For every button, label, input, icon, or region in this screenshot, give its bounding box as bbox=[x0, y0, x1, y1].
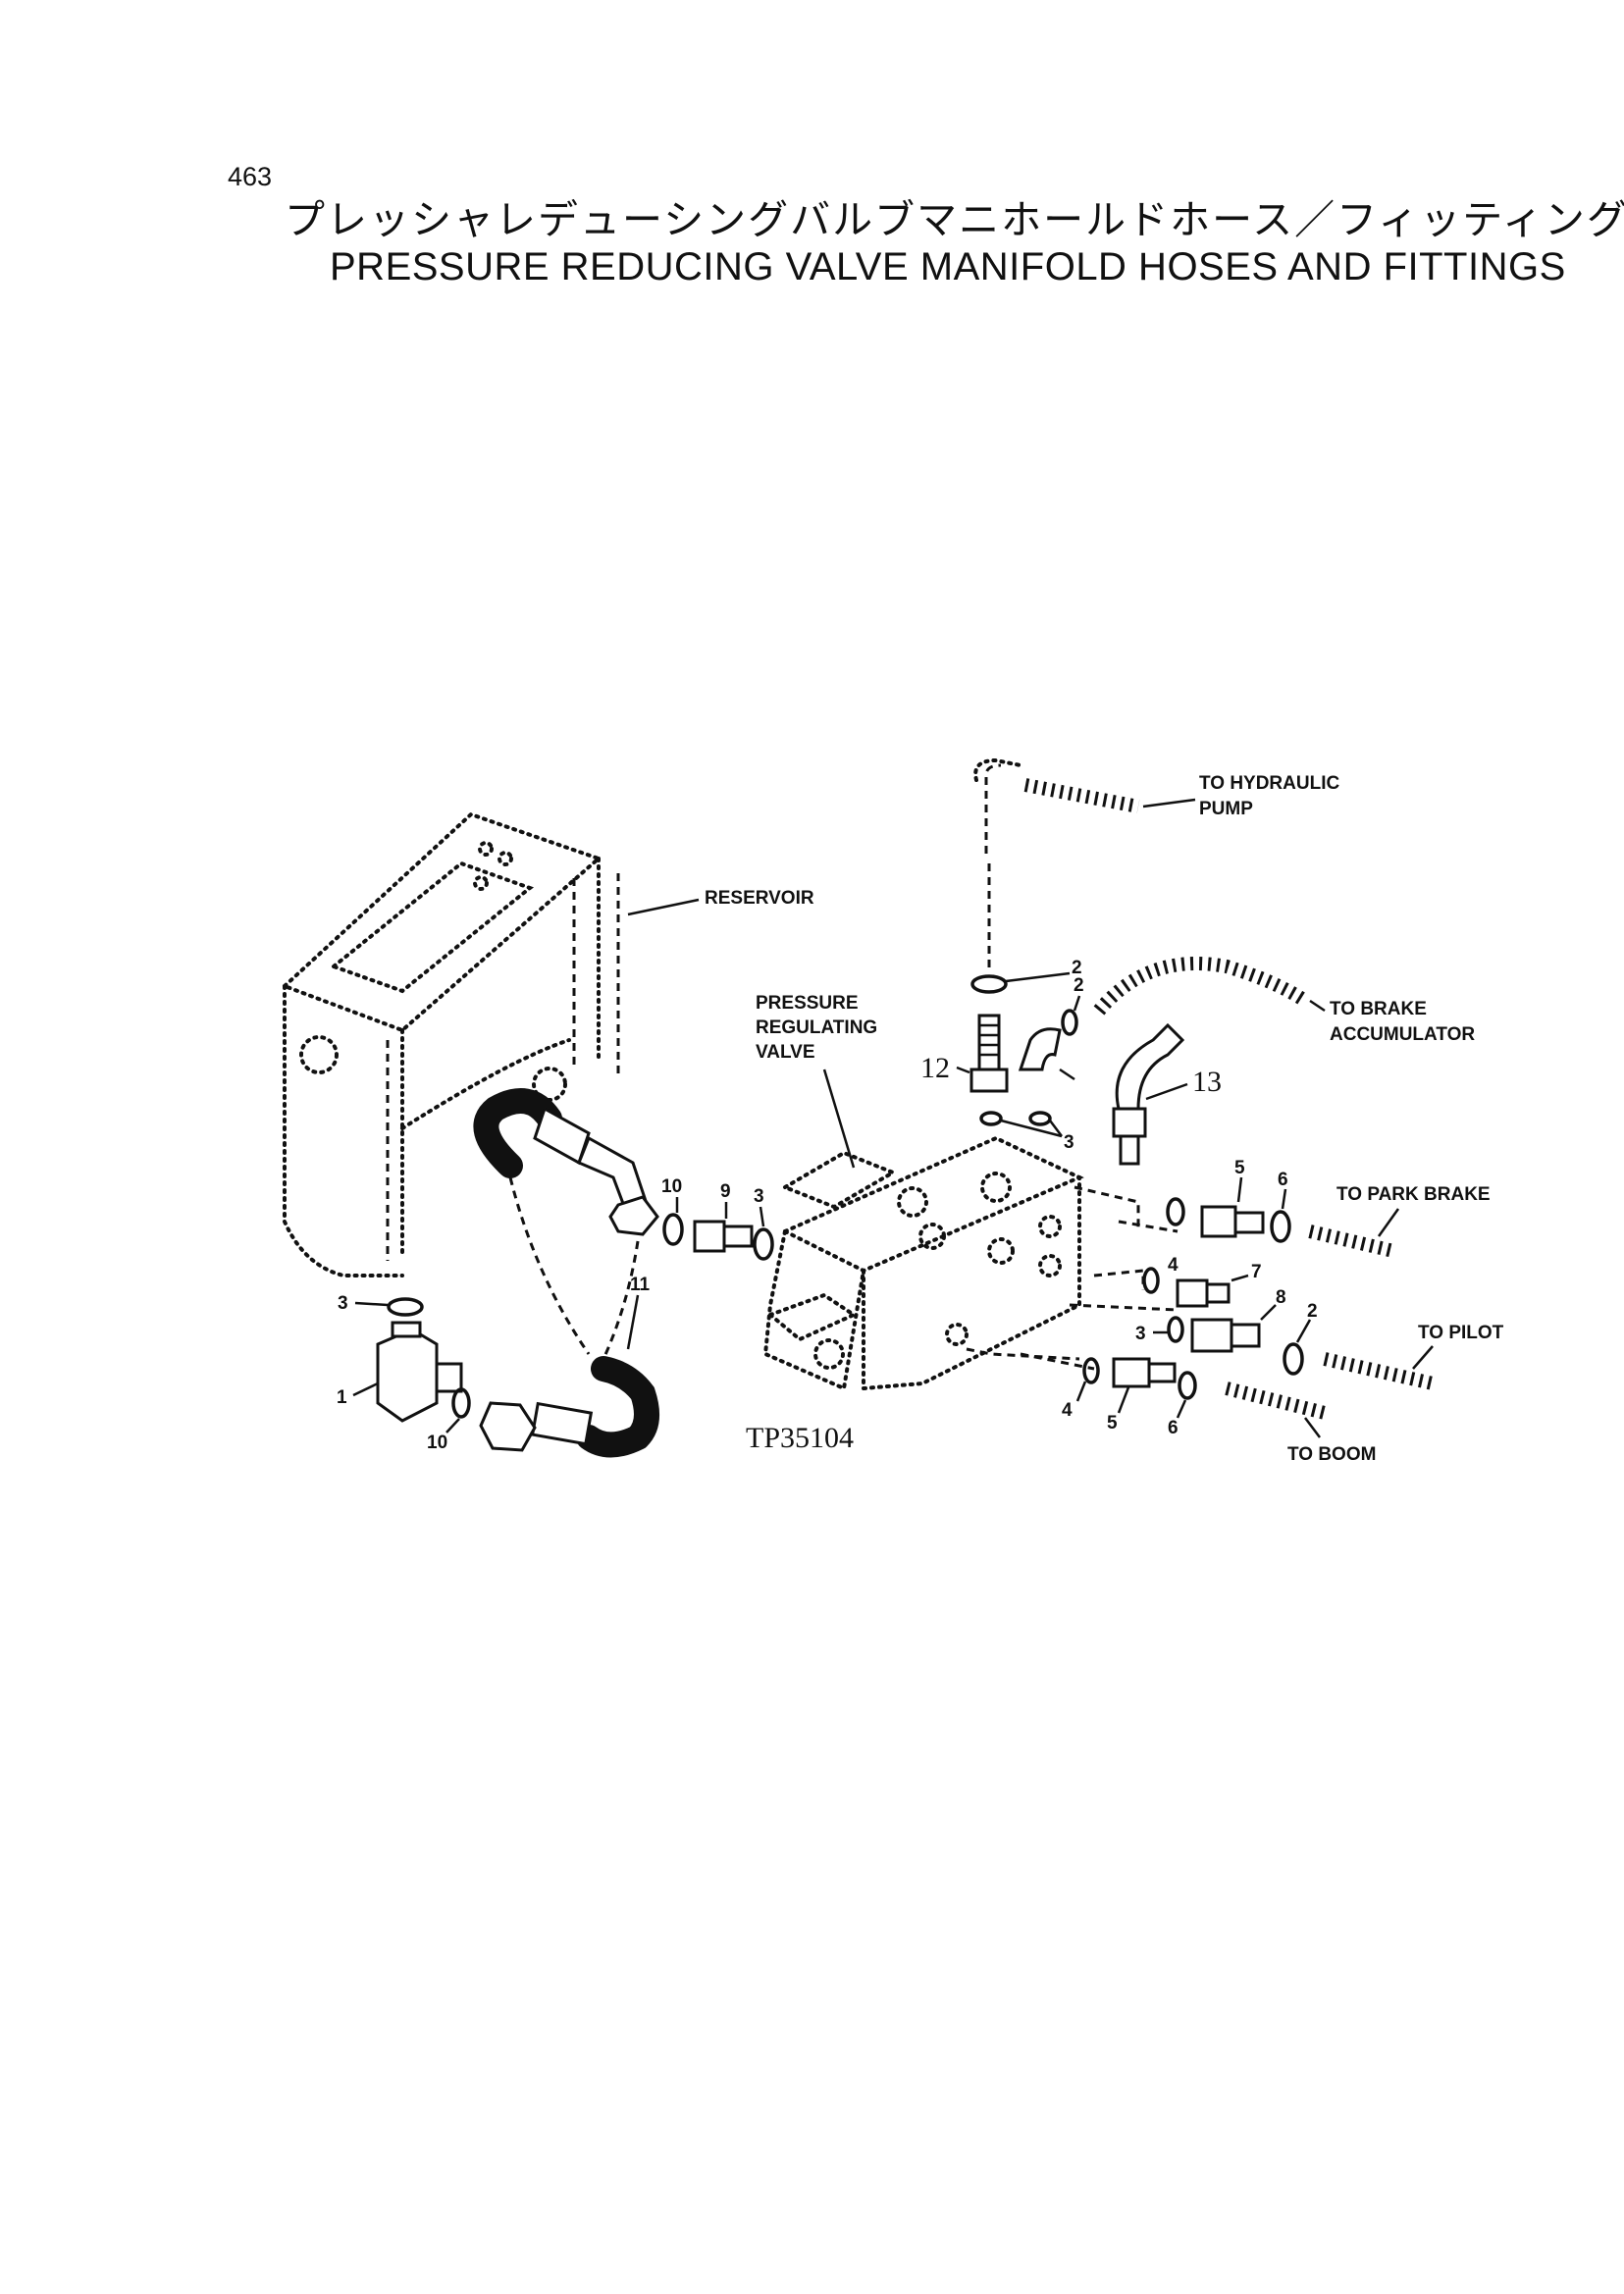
elbow-fitting bbox=[1018, 1027, 1062, 1071]
o-ring-2-right bbox=[1061, 1009, 1078, 1036]
pump-fitting bbox=[973, 757, 1022, 782]
callout-1: 1 bbox=[337, 1387, 347, 1408]
callout-3-top: 3 bbox=[1064, 1132, 1074, 1153]
brake-label-2: ACCUMULATOR bbox=[1330, 1024, 1475, 1045]
fitting-5-upper bbox=[1200, 1205, 1237, 1238]
callout-2-lower-right: 2 bbox=[1307, 1301, 1318, 1322]
title-japanese: プレッシャレデューシングバルブマニホールドホース／フィッティング bbox=[285, 196, 1624, 243]
callout-13: 13 bbox=[1192, 1066, 1222, 1098]
fitting-1-top-port bbox=[391, 1321, 422, 1338]
o-ring-2-top bbox=[970, 974, 1008, 994]
pilot-leader bbox=[1412, 1345, 1434, 1370]
hose-11-bottom-ferrule bbox=[530, 1401, 594, 1446]
fitting-12-nut bbox=[969, 1068, 1009, 1093]
brake-label-1: TO BRAKE bbox=[1330, 999, 1427, 1019]
fitting-8 bbox=[1190, 1318, 1233, 1353]
park-brake-label: TO PARK BRAKE bbox=[1336, 1184, 1491, 1205]
fitting-12 bbox=[977, 1014, 1001, 1071]
park-brake-leader bbox=[1377, 1208, 1400, 1237]
o-ring-6-lower bbox=[1178, 1371, 1197, 1400]
callout-4-upper: 4 bbox=[1168, 1255, 1179, 1276]
callout-13-leader bbox=[1145, 1082, 1188, 1101]
fitting-1-tee bbox=[376, 1328, 439, 1423]
figure-id: TP35104 bbox=[746, 1422, 854, 1454]
callout-6-lower: 6 bbox=[1168, 1418, 1179, 1438]
callout-11: 11 bbox=[630, 1275, 651, 1295]
fitting-9-thread bbox=[722, 1225, 754, 1248]
valve-label-3: VALVE bbox=[756, 1042, 815, 1063]
hyd-leader bbox=[1142, 798, 1196, 808]
fitting-13-nut bbox=[1112, 1107, 1147, 1138]
reservoir-leader bbox=[627, 898, 700, 916]
o-ring-10-bottom bbox=[451, 1387, 471, 1419]
brake-leader bbox=[1309, 999, 1326, 1013]
o-ring-10-top bbox=[662, 1213, 684, 1246]
callout-10-bottom: 10 bbox=[427, 1433, 447, 1453]
reservoir-label: RESERVOIR bbox=[705, 888, 814, 909]
callout-10-top: 10 bbox=[661, 1176, 682, 1197]
callout-5-upper: 5 bbox=[1234, 1158, 1245, 1178]
title-english: PRESSURE REDUCING VALVE MANIFOLD HOSES A… bbox=[330, 245, 1566, 288]
hose-11-top-nut bbox=[608, 1195, 659, 1236]
o-ring-6-upper bbox=[1270, 1210, 1291, 1243]
park-brake-hose bbox=[1308, 1225, 1395, 1258]
callout-5-lower: 5 bbox=[1107, 1413, 1118, 1434]
pressure-regulating-valve bbox=[762, 1135, 1084, 1391]
valve-label-2: REGULATING bbox=[756, 1017, 877, 1038]
boom-label: TO BOOM bbox=[1287, 1444, 1376, 1465]
o-ring-4-upper bbox=[1142, 1267, 1160, 1294]
fitting-5-lower-thread bbox=[1147, 1362, 1177, 1383]
fitting-5-upper-thread bbox=[1233, 1211, 1265, 1234]
callout-3-lower: 3 bbox=[1135, 1324, 1146, 1344]
callout-2-right: 2 bbox=[1074, 975, 1084, 996]
fitting-5-lower bbox=[1112, 1357, 1151, 1388]
fitting-7-thread bbox=[1205, 1282, 1231, 1304]
o-ring-3-left bbox=[387, 1297, 424, 1317]
fitting-7 bbox=[1176, 1278, 1209, 1308]
callout-3-left: 3 bbox=[338, 1293, 348, 1314]
callout-6-upper: 6 bbox=[1278, 1170, 1288, 1190]
brake-hose bbox=[1093, 957, 1309, 1016]
fitting-1-side-port bbox=[435, 1362, 463, 1393]
callout-12: 12 bbox=[920, 1052, 950, 1084]
hyd-label-1: TO HYDRAULIC bbox=[1199, 773, 1339, 794]
o-ring-3-top-a bbox=[979, 1111, 1003, 1126]
pump-dash-line bbox=[984, 763, 1002, 854]
o-ring-upper-right bbox=[1166, 1197, 1185, 1226]
o-ring-4-lower bbox=[1082, 1357, 1100, 1384]
fitting-8-thread bbox=[1230, 1323, 1261, 1348]
page-number: 463 bbox=[228, 162, 273, 191]
o-ring-3-lower bbox=[1167, 1316, 1184, 1343]
callout-2-top: 2 bbox=[1072, 958, 1082, 978]
callout-9: 9 bbox=[720, 1181, 731, 1202]
hose-11-bottom-nut bbox=[479, 1401, 537, 1452]
reservoir-tank bbox=[281, 811, 620, 1277]
hose-11-top bbox=[473, 1088, 562, 1178]
boom-leader bbox=[1304, 1417, 1321, 1438]
boom-hose bbox=[1225, 1382, 1327, 1420]
callout-8: 8 bbox=[1276, 1287, 1286, 1308]
valve-leader bbox=[822, 1069, 856, 1169]
callout-2-top-leader bbox=[1005, 971, 1071, 983]
pilot-label: TO PILOT bbox=[1418, 1323, 1504, 1343]
callout-7: 7 bbox=[1251, 1262, 1262, 1282]
hose-11-bottom bbox=[576, 1356, 659, 1458]
callout-12-leader bbox=[956, 1066, 970, 1074]
hyd-label-2: PUMP bbox=[1199, 799, 1253, 819]
o-ring-3-mid bbox=[753, 1227, 774, 1261]
o-ring-2-lower bbox=[1283, 1342, 1304, 1376]
o-ring-3-top-b bbox=[1028, 1111, 1052, 1126]
pilot-hose bbox=[1323, 1352, 1435, 1390]
pump-hose bbox=[1023, 778, 1140, 813]
callout-4-lower: 4 bbox=[1062, 1400, 1073, 1421]
valve-label-1: PRESSURE bbox=[756, 993, 859, 1014]
fitting-13-thread bbox=[1119, 1134, 1140, 1166]
fitting-9 bbox=[693, 1220, 726, 1253]
callout-3-mid: 3 bbox=[754, 1186, 764, 1207]
fitting-13-elbow bbox=[1115, 1022, 1185, 1111]
